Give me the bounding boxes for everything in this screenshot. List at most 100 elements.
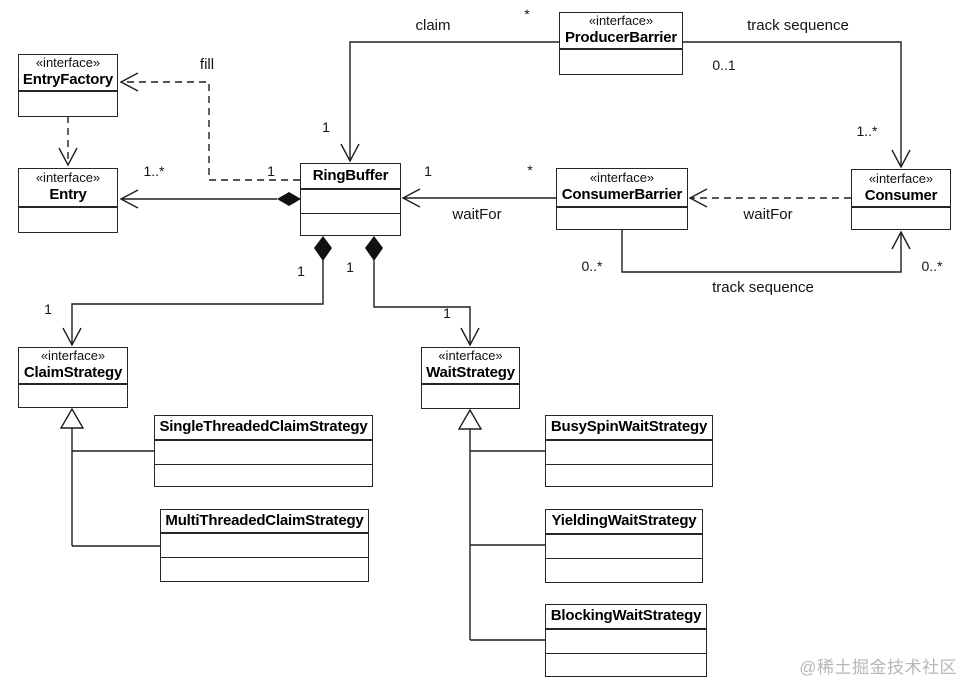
class-box-multi-threaded-claim-strategy: MultiThreadedClaimStrategy	[160, 509, 369, 582]
attributes-compartment	[161, 534, 368, 557]
operations-compartment	[301, 213, 400, 235]
arrowhead-fill	[119, 72, 139, 92]
composition-diamond-waitstrategy	[365, 236, 383, 261]
class-name: MultiThreadedClaimStrategy	[165, 511, 364, 529]
attributes-compartment	[422, 385, 519, 408]
multiplicity-claim-target: 1	[322, 119, 330, 135]
multiplicity-entry-target: 1..*	[143, 163, 165, 179]
stereotype-label: «interface»	[589, 170, 655, 185]
arrowhead-waitfor-ringbuffer	[401, 188, 421, 208]
operations-compartment	[546, 464, 712, 486]
generalization-triangle-waitstrategy	[457, 408, 483, 430]
multiplicity-track-top-target: 1..*	[856, 123, 878, 139]
class-box-ring-buffer: RingBuffer	[300, 163, 401, 236]
class-name: ConsumerBarrier	[561, 186, 683, 204]
class-name: ProducerBarrier	[564, 29, 678, 47]
claim-association-line	[349, 41, 559, 160]
watermark-text: @稀土掘金技术社区	[799, 658, 957, 677]
class-title: BlockingWaitStrategy	[546, 605, 706, 630]
class-title: MultiThreadedClaimStrategy	[161, 510, 368, 534]
arrowhead-entry	[119, 189, 139, 209]
class-box-consumer: «interface» Consumer	[851, 169, 951, 230]
multiplicity-track-bottom-source: 0..*	[581, 258, 603, 274]
arrowhead-track-bottom	[891, 230, 911, 250]
class-title: YieldingWaitStrategy	[546, 510, 702, 535]
class-box-wait-strategy: «interface» WaitStrategy	[421, 347, 520, 409]
class-box-busy-spin-wait-strategy: BusySpinWaitStrategy	[545, 415, 713, 487]
attributes-compartment	[546, 535, 702, 558]
class-box-producer-barrier: «interface» ProducerBarrier	[559, 12, 683, 75]
waitstrategy-generalization-lines	[469, 429, 545, 641]
composition-diamond-claimstrategy	[314, 236, 332, 261]
stereotype-label: «interface»	[588, 13, 654, 28]
attributes-compartment	[557, 208, 687, 229]
multiplicity-claim-strategy-source: 1	[297, 263, 305, 279]
class-name: EntryFactory	[22, 71, 114, 89]
attributes-compartment	[560, 50, 682, 74]
class-box-claim-strategy: «interface» ClaimStrategy	[18, 347, 128, 408]
multiplicity-track-top-source: 0..1	[712, 57, 736, 73]
dependency-label-fill: fill	[199, 56, 215, 73]
class-name: RingBuffer	[312, 166, 389, 184]
waitstrategy-composition-line	[373, 260, 471, 344]
generalization-triangle-claimstrategy	[59, 407, 85, 429]
arrowhead-claimstrategy	[62, 327, 82, 347]
operations-compartment	[546, 558, 702, 582]
multiplicity-fill-source: 1	[267, 163, 275, 179]
class-name: BlockingWaitStrategy	[550, 607, 702, 625]
claimstrategy-composition-line	[71, 260, 324, 344]
multiplicity-claim-source: *	[524, 6, 530, 22]
class-name: ClaimStrategy	[23, 364, 123, 382]
class-title: «interface» WaitStrategy	[422, 348, 519, 385]
class-title: «interface» ProducerBarrier	[560, 13, 682, 50]
class-box-entry-factory: «interface» EntryFactory	[18, 54, 118, 117]
class-box-entry: «interface» Entry	[18, 168, 118, 233]
attributes-compartment	[852, 208, 950, 229]
multiplicity-wait-strategy-source: 1	[346, 259, 354, 275]
stereotype-label: «interface»	[868, 170, 934, 186]
dependency-label-waitfor-consumer: waitFor	[743, 206, 793, 223]
arrowhead-waitfor-consumerbarrier	[688, 188, 708, 208]
class-title: «interface» Consumer	[852, 170, 950, 208]
stereotype-label: «interface»	[40, 348, 106, 363]
class-box-blocking-wait-strategy: BlockingWaitStrategy	[545, 604, 707, 677]
association-label-claim: claim	[415, 17, 451, 34]
association-label-track-sequence-top: track sequence	[747, 17, 849, 34]
arrowhead-entryfactory-entry	[58, 147, 78, 167]
multiplicity-track-bottom-target: 0..*	[921, 258, 943, 274]
class-box-consumer-barrier: «interface» ConsumerBarrier	[556, 168, 688, 230]
multiplicity-claim-strategy-target: 1	[44, 301, 52, 317]
track-sequence-bottom-line	[621, 230, 902, 273]
class-title: RingBuffer	[301, 164, 400, 190]
class-title: «interface» ClaimStrategy	[19, 348, 127, 385]
attributes-compartment	[19, 208, 117, 232]
claimstrategy-generalization-lines	[71, 428, 160, 547]
association-label-waitfor-ringbuffer: waitFor	[452, 206, 502, 223]
operations-compartment	[546, 653, 706, 676]
operations-compartment	[155, 464, 372, 486]
stereotype-label: «interface»	[438, 348, 503, 363]
class-title: «interface» Entry	[19, 169, 117, 208]
attributes-compartment	[19, 92, 117, 116]
class-name: WaitStrategy	[426, 364, 515, 382]
operations-compartment	[161, 557, 368, 581]
class-title: «interface» ConsumerBarrier	[557, 169, 687, 208]
attributes-compartment	[546, 441, 712, 464]
attributes-compartment	[155, 441, 372, 464]
arrowhead-track-top	[891, 149, 911, 169]
stereotype-label: «interface»	[35, 55, 101, 70]
class-title: SingleThreadedClaimStrategy	[155, 416, 372, 441]
aggregation-diamond-entry	[277, 192, 301, 206]
class-name: Entry	[49, 186, 87, 204]
arrowhead-waitstrategy	[460, 327, 480, 347]
class-box-yielding-wait-strategy: YieldingWaitStrategy	[545, 509, 703, 583]
multiplicity-waitfor-source: *	[527, 162, 533, 178]
class-title: «interface» EntryFactory	[19, 55, 117, 92]
association-label-track-sequence-bottom: track sequence	[712, 279, 814, 296]
arrowhead-claim	[340, 143, 360, 163]
multiplicity-waitfor-target: 1	[424, 163, 432, 179]
stereotype-label: «interface»	[35, 170, 101, 185]
class-name: SingleThreadedClaimStrategy	[159, 418, 368, 436]
